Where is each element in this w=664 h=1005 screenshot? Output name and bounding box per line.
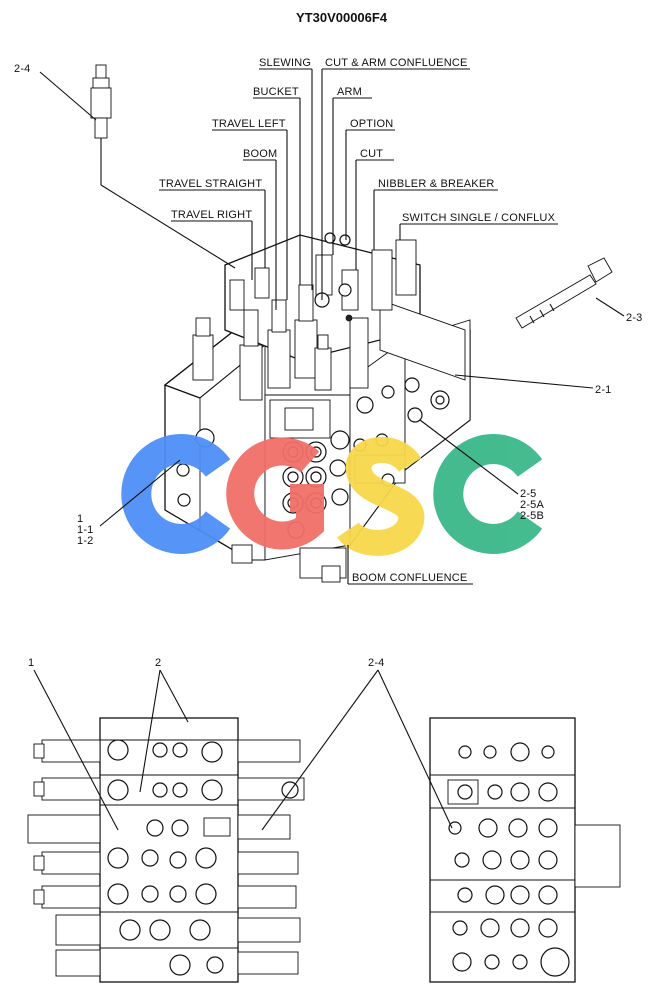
bottom-part-refs: 1 2 2-4	[28, 657, 453, 831]
label-arm: ARM	[337, 86, 362, 98]
ref-1-bottom: 1	[28, 657, 34, 669]
label-travel-right: TRAVEL RIGHT	[171, 209, 252, 221]
watermark-letter-c2	[433, 434, 543, 554]
watermark-letter-c	[121, 434, 231, 554]
watermark-letter-s	[337, 437, 425, 556]
label-cut-arm-confluence: CUT & ARM CONFLUENCE	[325, 57, 468, 69]
label-slewing: SLEWING	[259, 57, 311, 69]
label-bucket: BUCKET	[253, 86, 299, 98]
ref-2-bottom: 2	[155, 657, 161, 669]
plug-2-4-top	[90, 64, 236, 269]
ref-1-2: 1-2	[77, 535, 94, 547]
label-cut: CUT	[360, 148, 383, 160]
ref-2-1: 2-1	[595, 384, 612, 396]
side-view-right	[429, 717, 621, 983]
ref-1: 1	[77, 513, 83, 525]
label-travel-left: TRAVEL LEFT	[212, 118, 286, 130]
bolt-2-3	[515, 257, 613, 329]
watermark-letter-g	[226, 437, 324, 550]
ref-2-5a: 2-5A	[520, 499, 544, 511]
ref-2-5b: 2-5B	[520, 510, 544, 522]
top-callouts: SLEWING CUT & ARM CONFLUENCE BUCKET ARM …	[159, 57, 558, 585]
top-part-refs: 2-4 2-3 2-1 1 1-1 1-2 2-5 2-5A 2-5B	[14, 63, 643, 547]
label-nibbler-breaker: NIBBLER & BREAKER	[378, 178, 495, 190]
watermark	[121, 434, 543, 556]
ref-2-5: 2-5	[520, 488, 537, 500]
label-boom-confluence: BOOM CONFLUENCE	[352, 572, 467, 584]
ref-2-4-top: 2-4	[14, 63, 31, 75]
ref-2-3: 2-3	[626, 312, 643, 324]
label-option: OPTION	[350, 118, 393, 130]
label-boom: BOOM	[243, 148, 277, 160]
side-view-left	[27, 717, 305, 983]
label-switch-single-conflux: SWITCH SINGLE / CONFLUX	[402, 212, 556, 224]
diagram-title: YT30V00006F4	[296, 10, 388, 25]
label-travel-straight: TRAVEL STRAIGHT	[159, 178, 262, 190]
ref-2-4-bottom: 2-4	[368, 657, 385, 669]
ref-1-1: 1-1	[77, 524, 94, 536]
